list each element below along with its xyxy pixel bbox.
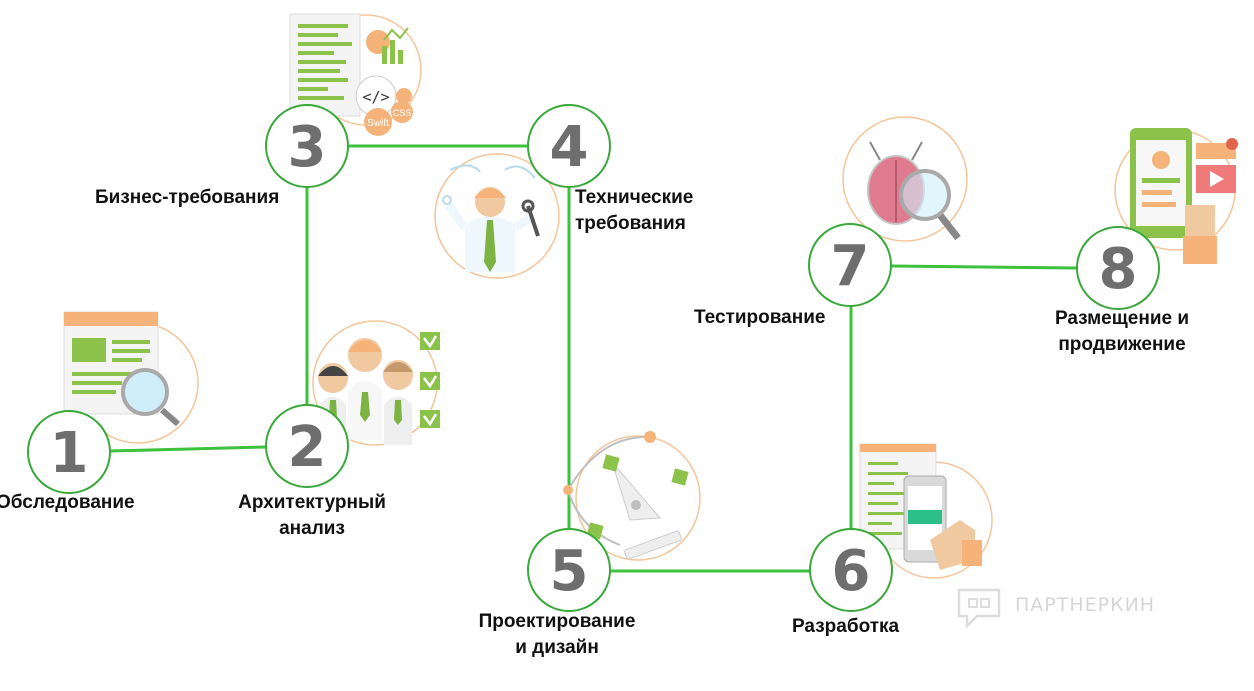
step-8-circle (1076, 226, 1160, 310)
connector-7-8 (890, 264, 1077, 270)
step-2-label: Архитектурный анализ (238, 492, 386, 539)
team-illustration (312, 320, 440, 446)
step-5-number: 5 (550, 539, 589, 604)
step-7-circle (808, 223, 892, 307)
step-1: 1 (27, 410, 111, 494)
step-4-label: Технические требования (575, 187, 694, 234)
connector-1-2 (109, 445, 267, 453)
bug-magnifier-illustration (842, 116, 968, 242)
step-6-number: 6 (832, 539, 871, 604)
css-badge-text: CSS (393, 108, 412, 118)
document-magnifier-illustration (63, 311, 199, 444)
connectors (109, 144, 1077, 573)
code-tag-text: </> (362, 88, 389, 106)
step-1-circle (27, 410, 111, 494)
step-5-label: Проектирование и дизайн (478, 611, 636, 658)
step-5: 5 (527, 528, 611, 612)
step-7-label: Тестирование (694, 307, 826, 328)
step-1-number: 1 (50, 421, 89, 486)
step-3: 3 (265, 104, 349, 188)
step-8-label: Размещение и продвижение (1054, 308, 1190, 355)
pen-tool-illustration (563, 431, 701, 561)
step-5-circle (527, 528, 611, 612)
engineer-illustration (434, 153, 560, 279)
step-3-label: Бизнес-требования (95, 187, 280, 208)
code-document-illustration: </> Swift CSS (289, 13, 422, 136)
step-1-label: Обследование (0, 492, 135, 513)
step-6: 6 (809, 528, 893, 612)
app-promotion-illustration (1114, 128, 1238, 264)
step-3-circle (265, 104, 349, 188)
swift-badge-text: Swift (367, 118, 389, 129)
watermark-logo-icon (957, 588, 1001, 630)
step-3-number: 3 (288, 115, 327, 180)
step-2-number: 2 (288, 415, 327, 480)
step-6-label: Разработка (792, 616, 900, 637)
step-8: 8 (1076, 226, 1160, 310)
step-2-circle (265, 404, 349, 488)
watermark: ПАРТНЕРКИН (955, 584, 1215, 634)
step-6-circle (809, 528, 893, 612)
step-4: 4 (527, 104, 611, 188)
step-8-number: 8 (1099, 237, 1138, 302)
step-2: 2 (265, 404, 349, 488)
step-7-number: 7 (831, 234, 870, 299)
step-4-number: 4 (550, 115, 589, 180)
watermark-text: ПАРТНЕРКИН (1015, 594, 1156, 616)
step-4-circle (527, 104, 611, 188)
step-7: 7 (808, 223, 892, 307)
phone-development-illustration (859, 443, 993, 579)
